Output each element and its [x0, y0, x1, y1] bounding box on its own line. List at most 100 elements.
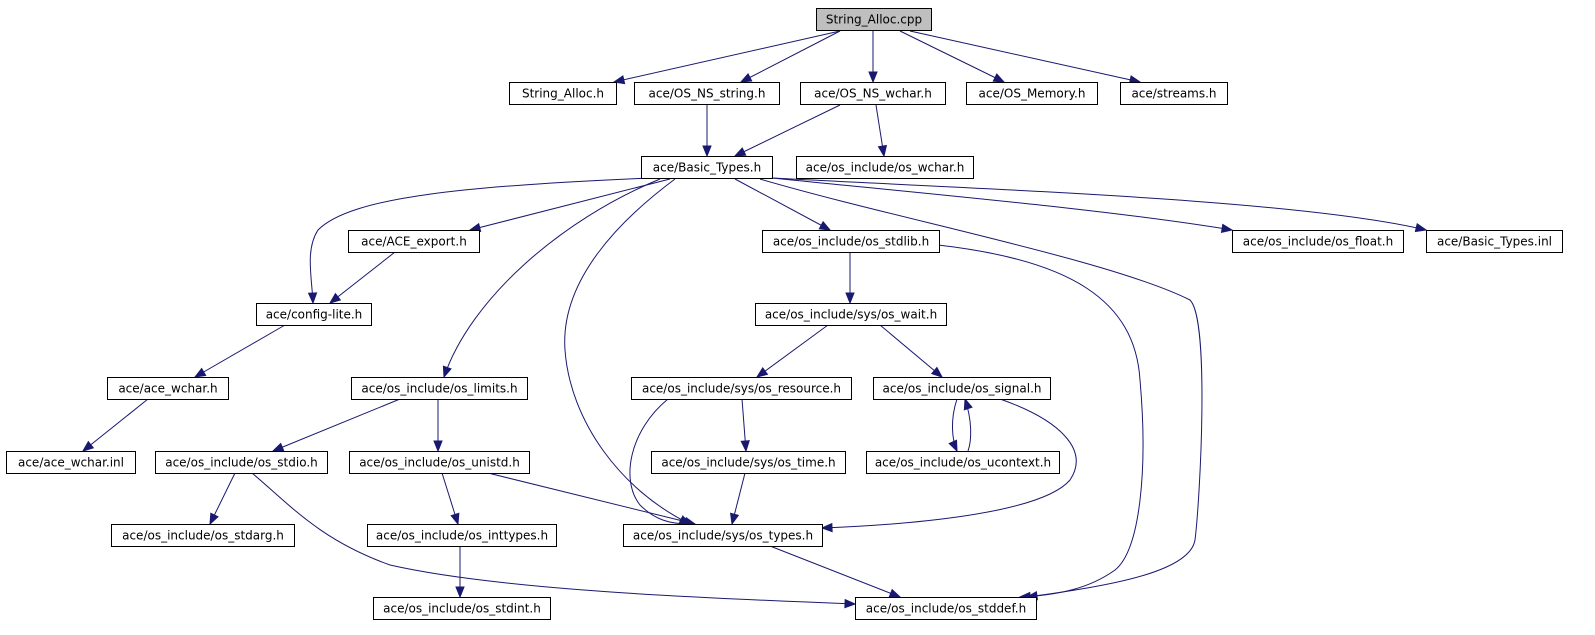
node-os-stdarg[interactable]: ace/os_include/os_stdarg.h [111, 524, 295, 547]
node-os-stdio[interactable]: ace/os_include/os_stdio.h [155, 451, 328, 474]
node-box[interactable] [1426, 230, 1563, 253]
node-label: ace/ace_wchar.inl [18, 456, 124, 470]
edge-os_stdio-to-os_stddef [251, 472, 857, 609]
node-label: ace/os_include/os_stddef.h [866, 602, 1026, 616]
edge-basic_types-to-os_limits [442, 178, 661, 379]
node-box[interactable] [509, 82, 617, 105]
edge-os_signal-to-sys_os_types [820, 398, 1077, 533]
edge-line [937, 244, 1144, 598]
edge-arrowhead [271, 442, 285, 452]
node-ace-export[interactable]: ace/ACE_export.h [348, 230, 480, 253]
edge-sys_os_time-to-sys_os_types [730, 472, 746, 526]
node-label: ace/os_include/os_stdio.h [165, 456, 318, 470]
node-label: ace/os_include/sys/os_time.h [661, 456, 835, 470]
node-box[interactable] [651, 451, 846, 474]
node-box[interactable] [349, 451, 530, 474]
edge-line [329, 251, 396, 304]
node-os-stdint[interactable]: ace/os_include/os_stdint.h [373, 597, 551, 620]
node-box[interactable] [111, 524, 295, 547]
edge-root-to-osns_wchar [868, 31, 878, 84]
node-basic-types[interactable]: ace/Basic_Types.h [641, 156, 773, 179]
edge-ace_wchar_h-to-ace_wchar_inl [81, 398, 149, 452]
node-label: ace/os_include/os_signal.h [883, 382, 1042, 396]
node-box[interactable] [762, 230, 940, 253]
node-os-inttypes[interactable]: ace/os_include/os_inttypes.h [367, 524, 557, 547]
node-osns-wchar[interactable]: ace/OS_NS_wchar.h [800, 82, 946, 105]
edge-arrowhead [930, 366, 944, 378]
edge-line [613, 30, 841, 83]
node-box[interactable] [1120, 82, 1228, 105]
node-os-limits[interactable]: ace/os_include/os_limits.h [351, 377, 528, 400]
edge-os_limits-to-os_stdio [271, 398, 401, 452]
edge-basic_types-to-basic_types_inl [771, 177, 1428, 233]
node-sys-os-resource[interactable]: ace/os_include/sys/os_resource.h [631, 377, 852, 400]
node-streams[interactable]: ace/streams.h [1120, 82, 1228, 105]
node-box[interactable] [256, 303, 372, 326]
node-os-unistd[interactable]: ace/os_include/os_unistd.h [349, 451, 530, 474]
node-basic-types-inl[interactable]: ace/Basic_Types.inl [1426, 230, 1563, 253]
node-label: ace/os_include/os_stdlib.h [773, 235, 929, 249]
node-box[interactable] [6, 451, 136, 474]
node-box[interactable] [631, 377, 852, 400]
edge-basic_types-to-config_lite [307, 177, 651, 305]
node-box[interactable] [107, 377, 229, 400]
edge-arrowhead [992, 73, 1006, 83]
node-box[interactable] [641, 156, 773, 179]
node-label: ace/OS_NS_string.h [649, 87, 766, 101]
node-os-wchar[interactable]: ace/os_include/os_wchar.h [796, 156, 974, 179]
node-box[interactable] [855, 597, 1037, 620]
node-box[interactable] [155, 451, 328, 474]
node-box[interactable] [873, 377, 1051, 400]
edge-line [194, 324, 286, 378]
node-sys-os-time[interactable]: ace/os_include/sys/os_time.h [651, 451, 846, 474]
node-sa-h[interactable]: String_Alloc.h [509, 82, 617, 105]
node-label: ace/os_include/os_unistd.h [359, 456, 520, 470]
edge-root-to-os_memory [899, 30, 1006, 83]
node-label: ace/os_include/sys/os_types.h [633, 529, 813, 543]
edge-sys_os_wait-to-sys_os_resource [755, 324, 829, 378]
node-root[interactable]: String_Alloc.cpp [816, 8, 932, 31]
node-label: ace/Basic_Types.h [653, 161, 761, 175]
node-label: ace/OS_Memory.h [979, 87, 1086, 101]
edge-root-to-sa_h [612, 30, 841, 85]
node-label: ace/os_include/os_wchar.h [806, 161, 965, 175]
edge-osns_wchar-to-os_wchar [875, 104, 888, 158]
node-os-float[interactable]: ace/os_include/os_float.h [1232, 230, 1404, 253]
edge-arrowhead [442, 365, 452, 379]
node-ace-wchar-h[interactable]: ace/ace_wchar.h [107, 377, 229, 400]
node-box[interactable] [796, 156, 974, 179]
node-os-memory[interactable]: ace/OS_Memory.h [966, 82, 1098, 105]
node-config-lite[interactable]: ace/config-lite.h [256, 303, 372, 326]
node-box[interactable] [367, 524, 557, 547]
node-box[interactable] [373, 597, 551, 620]
node-box[interactable] [755, 303, 947, 326]
node-sys-os-wait[interactable]: ace/os_include/sys/os_wait.h [755, 303, 947, 326]
node-ace-wchar-inl[interactable]: ace/ace_wchar.inl [6, 451, 136, 474]
node-label: ace/os_include/os_inttypes.h [376, 529, 548, 543]
edge-arrowhead [1414, 222, 1428, 233]
node-box[interactable] [348, 230, 480, 253]
node-label: ace/ACE_export.h [361, 235, 467, 249]
node-box[interactable] [966, 82, 1098, 105]
edge-arrowhead [450, 512, 460, 526]
node-box[interactable] [634, 82, 780, 105]
node-box[interactable] [1232, 230, 1404, 253]
edge-arrowhead [820, 522, 833, 533]
node-box[interactable] [623, 524, 823, 547]
node-box[interactable] [816, 8, 932, 31]
node-box[interactable] [866, 451, 1060, 474]
edge-arrowhead [755, 366, 769, 378]
node-os-signal[interactable]: ace/os_include/os_signal.h [873, 377, 1051, 400]
node-label: ace/os_include/sys/os_resource.h [642, 382, 841, 396]
node-os-ucontext[interactable]: ace/os_include/os_ucontext.h [866, 451, 1060, 474]
node-os-stddef[interactable]: ace/os_include/os_stddef.h [855, 597, 1037, 620]
node-box[interactable] [351, 377, 528, 400]
node-box[interactable] [800, 82, 946, 105]
node-sys-os-types[interactable]: ace/os_include/sys/os_types.h [623, 524, 823, 547]
edge-arrowhead [818, 220, 832, 231]
edge-line [251, 472, 856, 605]
node-os-stdlib[interactable]: ace/os_include/os_stdlib.h [762, 230, 940, 253]
node-label: ace/os_include/os_ucontext.h [875, 456, 1051, 470]
node-osns-string[interactable]: ace/OS_NS_string.h [634, 82, 780, 105]
